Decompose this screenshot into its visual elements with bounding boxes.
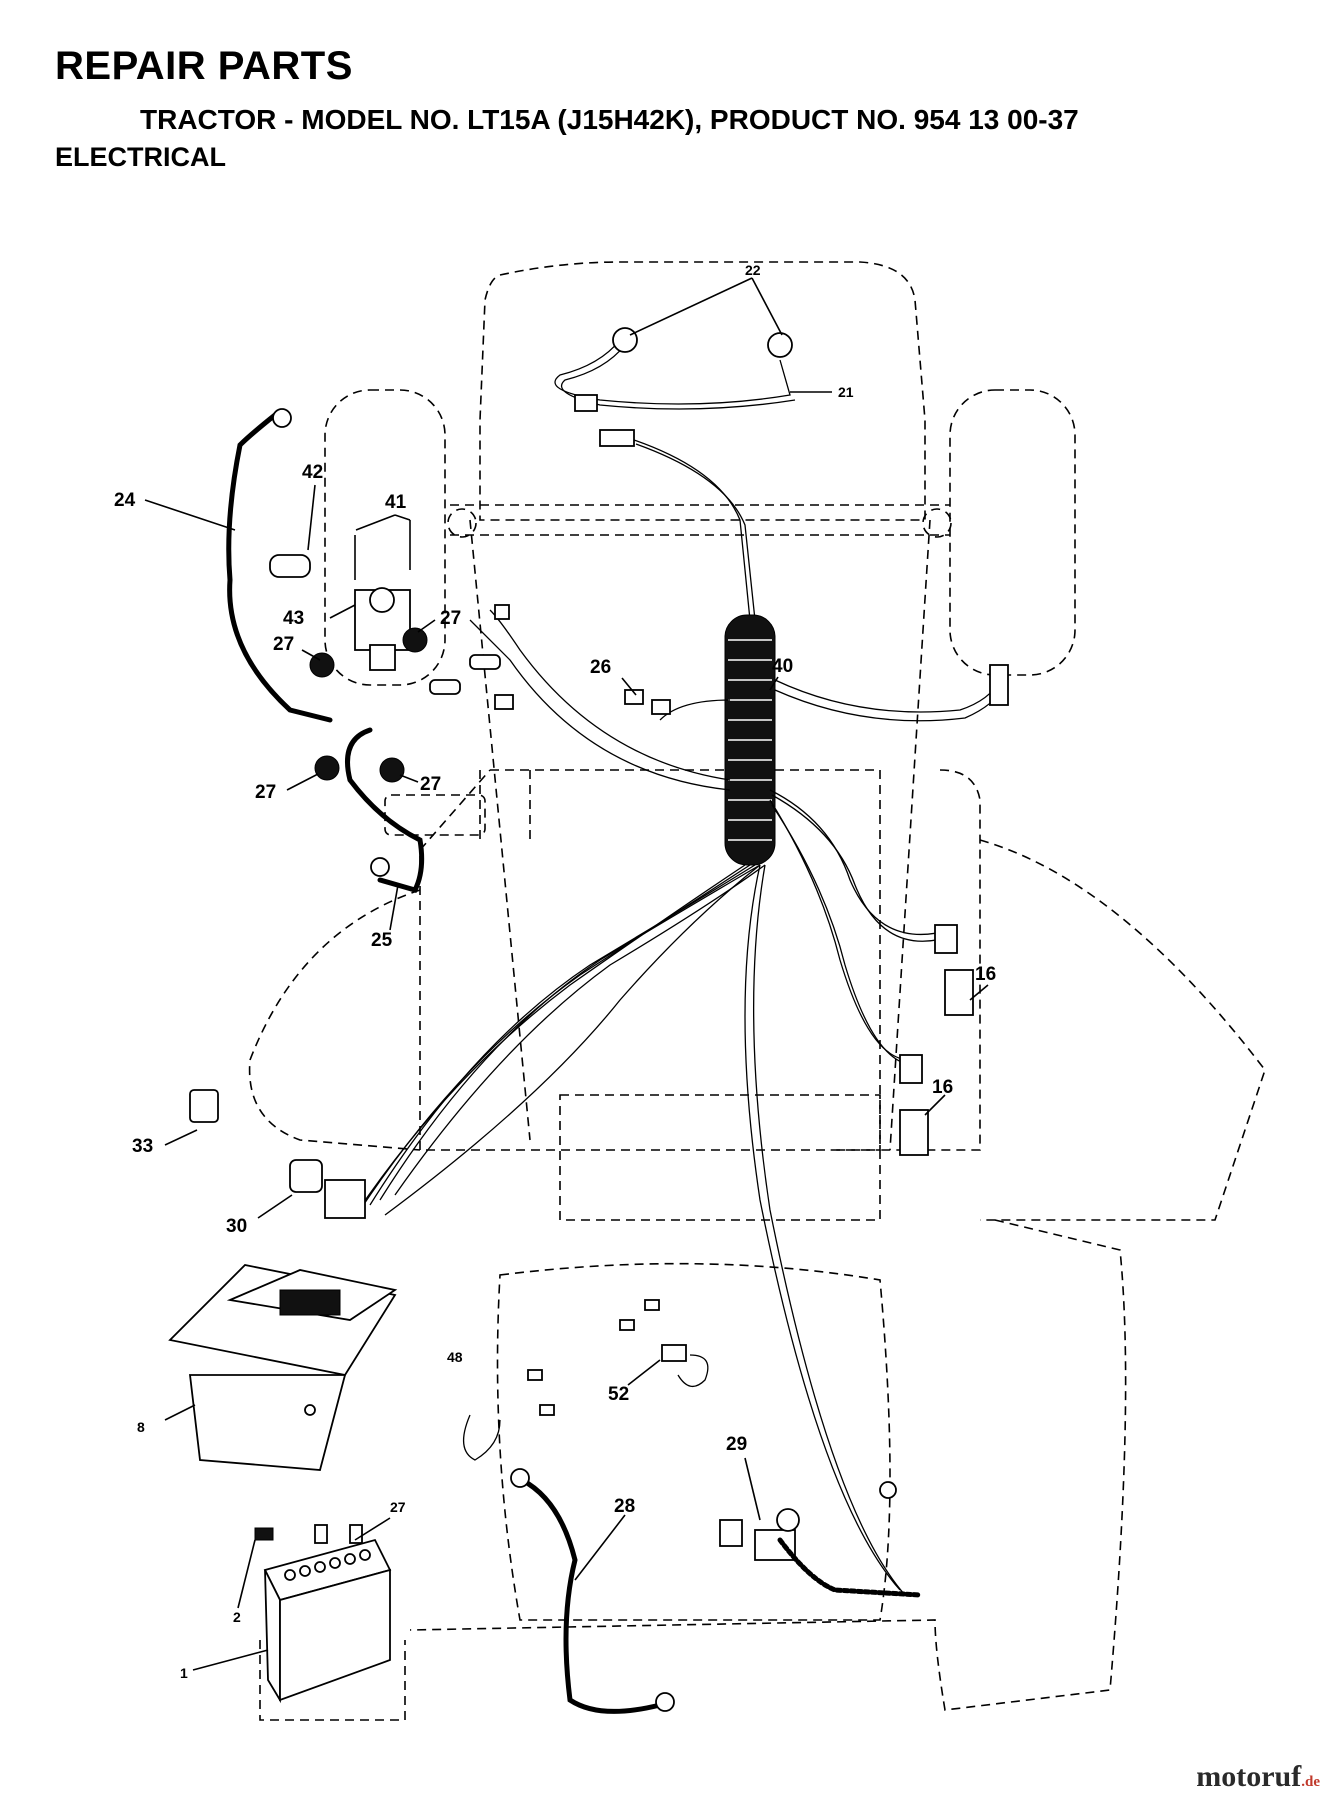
- callout-29: 29: [726, 1434, 747, 1455]
- callout-30: 30: [226, 1216, 247, 1237]
- main-harness: [354, 609, 1006, 1596]
- callout-leaders: [144, 277, 989, 1671]
- callout-27-lower-right: 27: [420, 774, 441, 795]
- callout-2: 2: [233, 1609, 241, 1625]
- callout-27-solenoid-left: 27: [273, 634, 294, 655]
- callout-8: 8: [137, 1419, 145, 1435]
- callout-27-lower-left: 27: [255, 782, 276, 803]
- callout-28: 28: [614, 1496, 635, 1517]
- callout-52: 52: [608, 1384, 629, 1405]
- battery-box: [168, 1264, 398, 1471]
- ignition-switch: [189, 1089, 366, 1219]
- battery-cables: [226, 408, 675, 1714]
- callout-26: 26: [590, 657, 611, 678]
- watermark-domain: .de: [1301, 1774, 1320, 1790]
- callout-16-upper: 16: [975, 964, 996, 985]
- watermark-brand: motoruf: [1196, 1760, 1302, 1793]
- callout-16-lower: 16: [932, 1077, 953, 1098]
- callout-24: 24: [114, 490, 136, 511]
- callout-43: 43: [283, 608, 304, 629]
- callout-27-battery: 27: [390, 1499, 406, 1515]
- callout-48: 48: [447, 1349, 463, 1365]
- headlight-harness: [554, 327, 796, 621]
- callout-labels: 22 21 42 41 24 43 27 27 27 27 26 40 25 1…: [114, 262, 996, 1681]
- callout-22: 22: [745, 262, 761, 278]
- callout-27-solenoid-right: 27: [440, 608, 461, 629]
- solenoid-assembly: [269, 520, 671, 783]
- seat-switch-connectors: [899, 664, 1009, 1156]
- page-title: REPAIR PARTS: [55, 44, 353, 88]
- section-title: ELECTRICAL: [55, 142, 226, 172]
- lower-connectors: [463, 1299, 923, 1598]
- callout-42: 42: [302, 462, 323, 483]
- callout-1: 1: [180, 1665, 188, 1681]
- callout-40: 40: [772, 656, 793, 677]
- callout-21: 21: [838, 384, 854, 400]
- callout-41: 41: [385, 492, 407, 513]
- battery: [254, 1524, 392, 1704]
- site-watermark: motoruf.de: [1196, 1760, 1320, 1794]
- callout-33: 33: [132, 1136, 153, 1157]
- tractor-outline: [248, 261, 1266, 1721]
- model-subtitle: TRACTOR - MODEL NO. LT15A (J15H42K), PRO…: [140, 104, 1079, 135]
- callout-25: 25: [371, 930, 393, 951]
